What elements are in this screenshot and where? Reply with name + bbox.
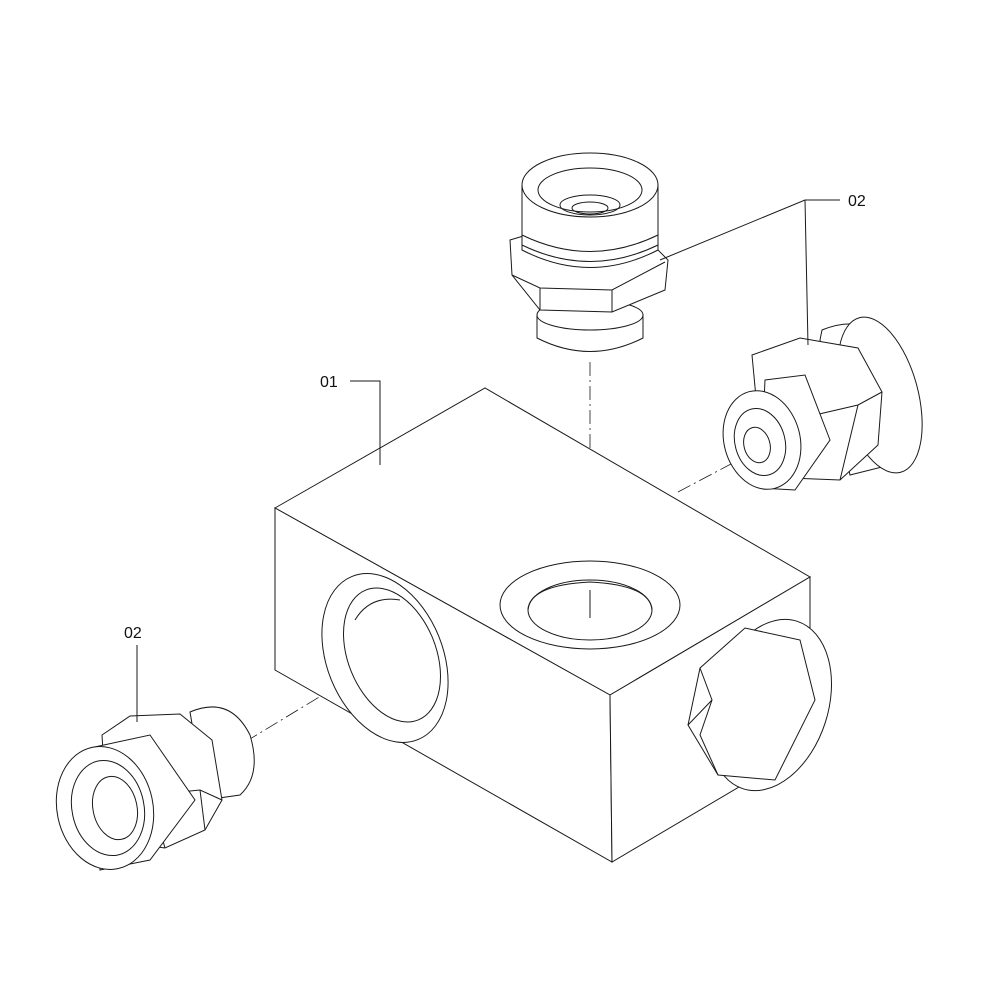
leader-02-top-a	[659, 199, 840, 261]
fitting-top	[509, 152, 669, 352]
manifold-block	[273, 387, 833, 863]
fitting-left	[55, 706, 255, 871]
top-port	[499, 560, 681, 650]
callout-02-top: 02	[848, 193, 866, 210]
fitting-right	[722, 316, 923, 491]
leader-01	[350, 380, 381, 465]
callout-01: 01	[320, 374, 338, 391]
center-line-right	[677, 454, 749, 493]
hex-plug	[687, 618, 833, 792]
side-port	[321, 573, 449, 743]
leader-lines	[136, 199, 840, 722]
callout-02-left: 02	[124, 625, 142, 642]
leader-02-top-b	[804, 199, 809, 346]
